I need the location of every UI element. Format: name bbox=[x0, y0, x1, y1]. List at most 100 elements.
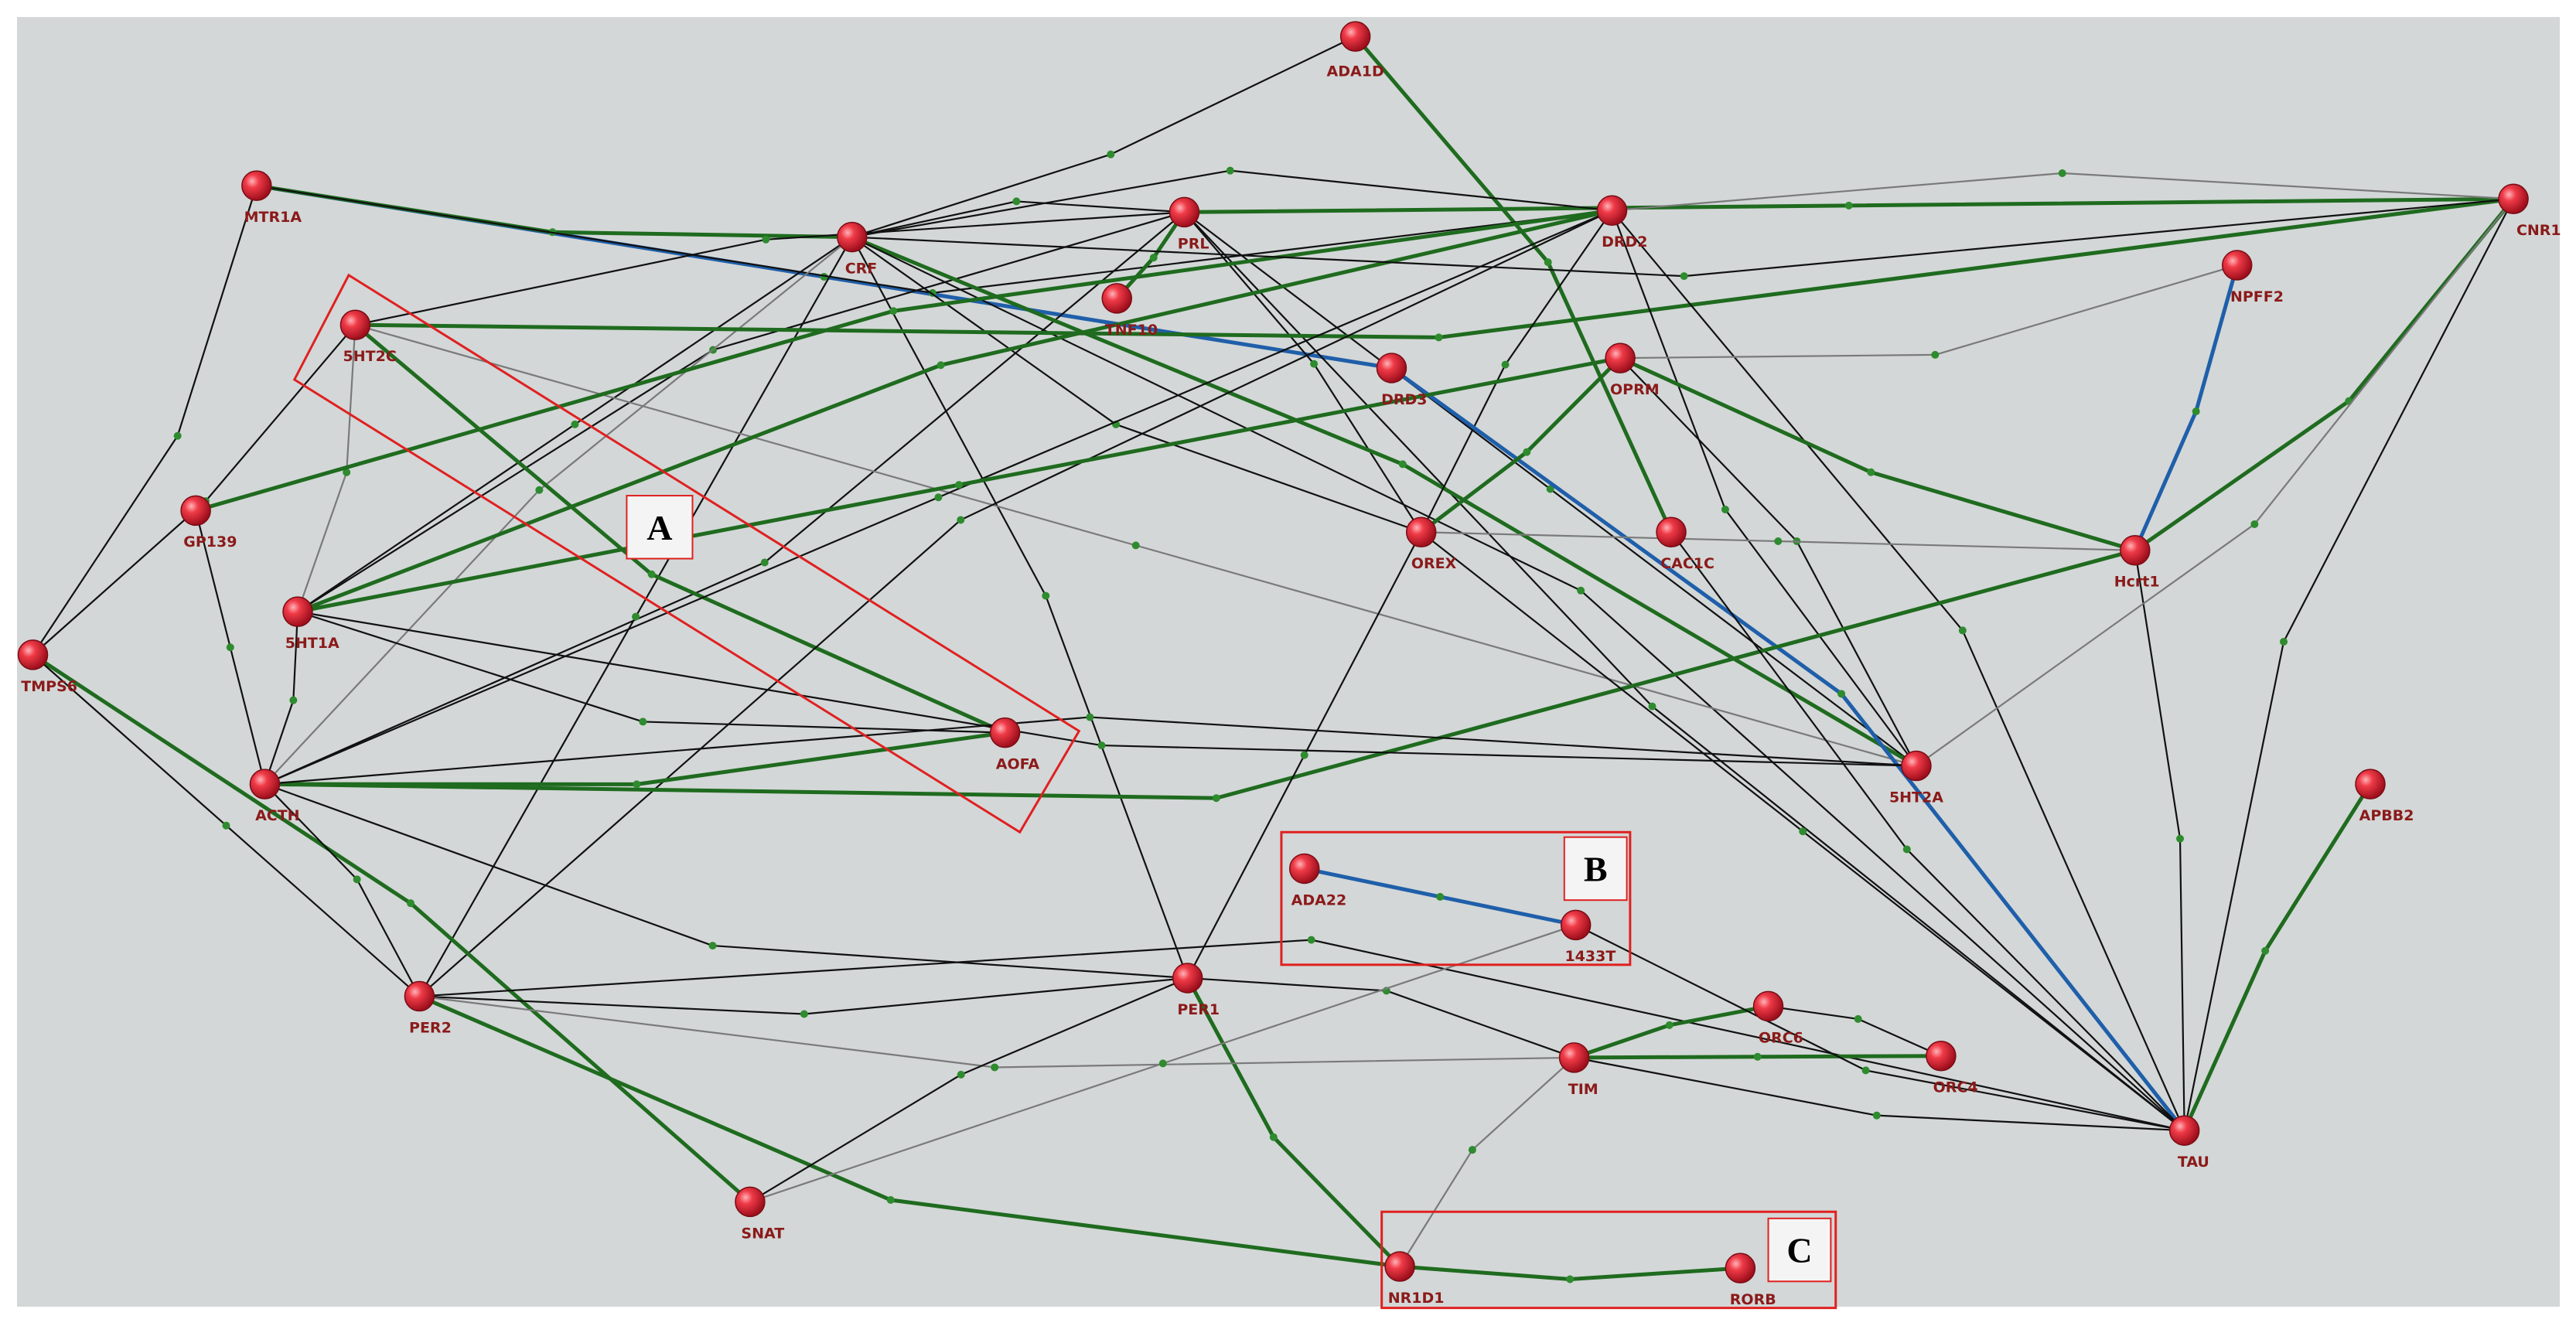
edge-bend-dot bbox=[762, 235, 770, 244]
node-sphere[interactable] bbox=[837, 221, 868, 253]
node-sphere[interactable] bbox=[735, 1186, 766, 1218]
node-DRD3[interactable]: DRD3 bbox=[1376, 353, 1428, 408]
node-RORB[interactable]: RORB bbox=[1725, 1253, 1776, 1308]
node-sphere[interactable] bbox=[1405, 516, 1437, 547]
node-sphere[interactable] bbox=[989, 717, 1021, 748]
node-ADA22[interactable]: ADA22 bbox=[1288, 853, 1347, 908]
node-OREX[interactable]: OREX bbox=[1405, 516, 1457, 572]
edge-bend-dot bbox=[1212, 794, 1220, 803]
node-SNAT[interactable]: SNAT bbox=[735, 1186, 784, 1242]
edge-bend-dot bbox=[1226, 166, 1234, 175]
node-sphere[interactable] bbox=[1926, 1040, 1957, 1072]
node-sphere[interactable] bbox=[180, 495, 211, 527]
edge-bend-dot bbox=[1149, 254, 1158, 262]
node-sphere[interactable] bbox=[2221, 250, 2253, 281]
edge-bend-dot bbox=[633, 780, 641, 789]
edge-bend-dot bbox=[1844, 201, 1853, 210]
node-sphere[interactable] bbox=[339, 309, 371, 340]
node-5HT1A[interactable]: 5HT1A bbox=[282, 596, 339, 652]
edge-bend-dot bbox=[1097, 741, 1106, 750]
node-sphere[interactable] bbox=[1901, 750, 1932, 782]
node-sphere[interactable] bbox=[249, 769, 281, 799]
edge-bend-dot bbox=[1435, 333, 1443, 342]
node-label: NR1D1 bbox=[1388, 1290, 1445, 1307]
node-PER2[interactable]: PER2 bbox=[404, 980, 452, 1037]
node-label: TMPS6 bbox=[21, 678, 77, 695]
node-sphere[interactable] bbox=[1384, 1251, 1415, 1282]
node-DRD2[interactable]: DRD2 bbox=[1596, 195, 1648, 251]
edge-bend-dot bbox=[800, 1010, 808, 1018]
node-sphere[interactable] bbox=[241, 170, 272, 201]
node-label: MTR1A bbox=[244, 209, 302, 226]
node-label: 5HT2C bbox=[343, 348, 397, 365]
node-label: APBB2 bbox=[2359, 807, 2414, 824]
node-PER1[interactable]: PER1 bbox=[1172, 963, 1220, 1018]
node-CAC1C[interactable]: CAC1C bbox=[1656, 516, 1714, 572]
node-sphere[interactable] bbox=[1339, 21, 1371, 52]
node-CNR1[interactable]: CNR1 bbox=[2498, 183, 2561, 239]
edge-bend-dot bbox=[343, 468, 351, 476]
node-sphere[interactable] bbox=[1596, 195, 1628, 227]
node-OPRM[interactable]: OPRM bbox=[1605, 343, 1660, 398]
edge-bend-dot bbox=[1721, 505, 1729, 513]
edge-bend-dot bbox=[1774, 537, 1783, 546]
node-PRL[interactable]: PRL bbox=[1169, 196, 1209, 252]
node-sphere[interactable] bbox=[1605, 343, 1636, 373]
node-sphere[interactable] bbox=[1558, 1042, 1590, 1073]
node-sphere[interactable] bbox=[1169, 196, 1200, 228]
node-5HT2C[interactable]: 5HT2C bbox=[339, 309, 397, 365]
node-ACTH[interactable]: ACTH bbox=[249, 769, 300, 824]
edge-bend-dot bbox=[1546, 485, 1554, 493]
node-sphere[interactable] bbox=[1101, 283, 1132, 314]
node-1433T[interactable]: 1433T bbox=[1560, 909, 1616, 965]
node-sphere[interactable] bbox=[2168, 1115, 2200, 1146]
node-sphere[interactable] bbox=[1725, 1253, 1756, 1283]
node-sphere[interactable] bbox=[2355, 769, 2386, 799]
edge-bend-dot bbox=[1398, 460, 1407, 469]
region-C-label: C bbox=[1786, 1231, 1812, 1270]
node-sphere[interactable] bbox=[1172, 963, 1203, 994]
node-APBB2[interactable]: APBB2 bbox=[2355, 769, 2414, 824]
node-label: ORC6 bbox=[1759, 1029, 1803, 1046]
edges-layer bbox=[32, 35, 2515, 1283]
node-sphere[interactable] bbox=[2498, 183, 2529, 215]
node-AOFA[interactable]: AOFA bbox=[989, 717, 1040, 773]
edge-bend-dot bbox=[1523, 448, 1531, 456]
edge-bend-dot bbox=[889, 307, 898, 315]
node-GP139[interactable]: GP139 bbox=[180, 495, 237, 551]
node-TNF10[interactable]: TNF10 bbox=[1101, 283, 1158, 339]
node-ORC6[interactable]: ORC6 bbox=[1752, 990, 1803, 1046]
node-5HT2A[interactable]: 5HT2A bbox=[1889, 750, 1943, 806]
node-sphere[interactable] bbox=[1560, 909, 1592, 941]
node-label: 1433T bbox=[1564, 948, 1616, 965]
edge-bend-dot bbox=[1107, 150, 1115, 159]
node-NPFF2[interactable]: NPFF2 bbox=[2221, 250, 2284, 305]
node-sphere[interactable] bbox=[17, 639, 49, 670]
node-TIM[interactable]: TIM bbox=[1558, 1042, 1598, 1098]
node-TMPS6[interactable]: TMPS6 bbox=[17, 639, 77, 695]
node-Hcrt1[interactable]: Hcrt1 bbox=[2114, 535, 2160, 591]
edge-bend-dot bbox=[173, 431, 182, 440]
node-sphere[interactable] bbox=[2120, 535, 2151, 566]
edge-bend-dot bbox=[1867, 468, 1875, 476]
node-CRF[interactable]: CRF bbox=[837, 221, 877, 278]
node-ORC4[interactable]: ORC4 bbox=[1926, 1040, 1978, 1096]
node-sphere[interactable] bbox=[404, 980, 435, 1012]
node-TAU[interactable]: TAU bbox=[2168, 1115, 2209, 1171]
node-MTR1A[interactable]: MTR1A bbox=[241, 170, 302, 226]
node-ADA1D[interactable]: ADA1D bbox=[1327, 21, 1384, 80]
node-sphere[interactable] bbox=[282, 596, 313, 627]
node-label: ACTH bbox=[255, 807, 300, 824]
edge-bend-dot bbox=[1131, 541, 1140, 550]
edge-bend-dot bbox=[1042, 591, 1050, 600]
node-NR1D1[interactable]: NR1D1 bbox=[1384, 1251, 1445, 1307]
edge-bend-dot bbox=[955, 481, 964, 489]
edge-bend-dot bbox=[1753, 1052, 1762, 1061]
node-sphere[interactable] bbox=[1752, 990, 1784, 1022]
node-sphere[interactable] bbox=[1656, 516, 1687, 547]
node-sphere[interactable] bbox=[1288, 853, 1320, 885]
node-sphere[interactable] bbox=[1376, 353, 1407, 383]
edge-bend-dot bbox=[1012, 197, 1021, 206]
